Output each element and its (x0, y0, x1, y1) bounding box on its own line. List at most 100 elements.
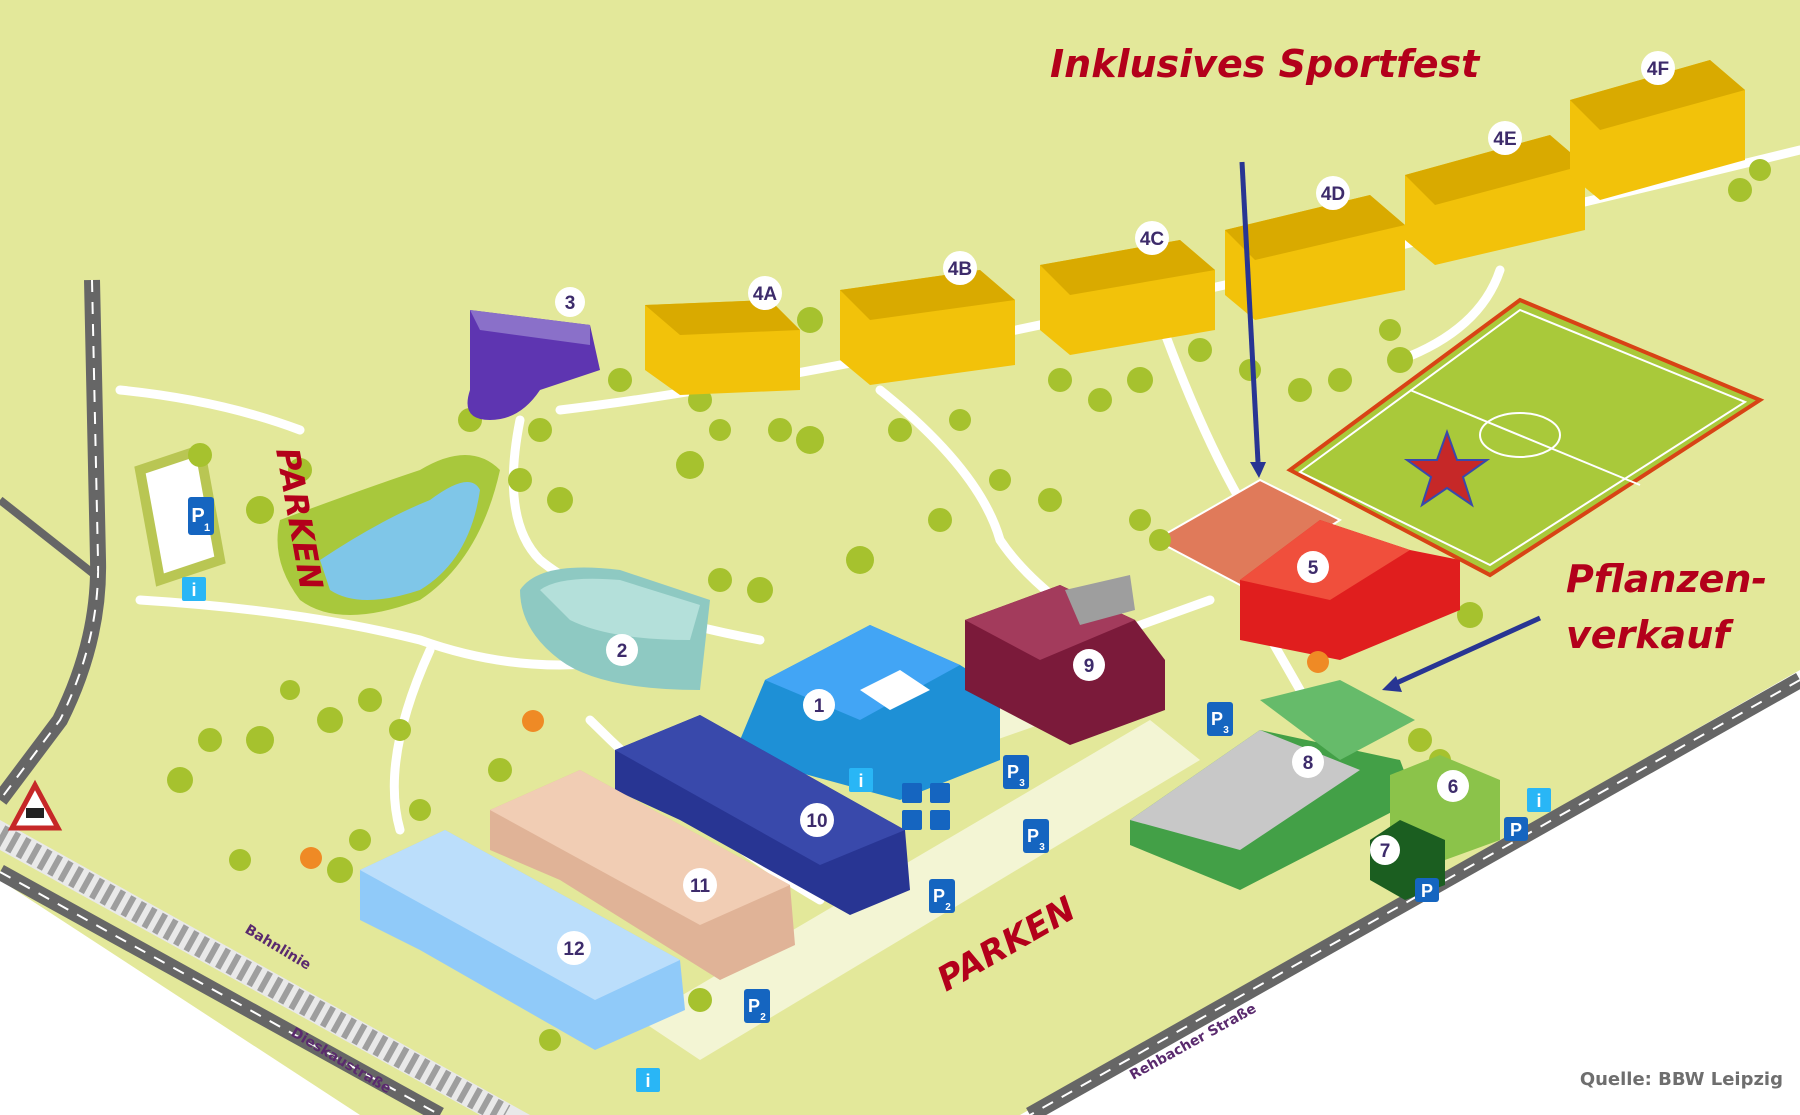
svg-text:4E: 4E (1493, 129, 1516, 150)
wheelchair-icon (902, 783, 922, 803)
badge-4f: 4F (1641, 51, 1675, 85)
svg-text:3: 3 (1223, 725, 1229, 736)
info-signs: i i i i (182, 577, 1551, 1092)
svg-text:i: i (1536, 791, 1541, 811)
svg-text:i: i (645, 1071, 650, 1091)
svg-text:2: 2 (945, 902, 951, 913)
svg-text:4B: 4B (948, 259, 972, 280)
building-12 (360, 830, 685, 1050)
info-sign-right: i (1527, 788, 1551, 812)
building-4a (645, 300, 800, 395)
svg-text:10: 10 (806, 811, 827, 832)
orange-markers (300, 651, 1329, 869)
svg-text:P: P (1421, 881, 1433, 901)
marker-icon (522, 710, 544, 732)
info-sign-p1: i (182, 577, 206, 601)
building-10 (615, 715, 910, 915)
svg-text:1: 1 (814, 696, 825, 717)
pflanzenverkauf-label-line2: verkauf (1566, 613, 1734, 657)
svg-text:1: 1 (204, 522, 210, 534)
badge-4c: 4C (1135, 221, 1169, 255)
parking-sign-p3-middle: P3 (1003, 755, 1029, 789)
svg-text:i: i (191, 580, 196, 600)
building-4d (1225, 195, 1405, 320)
badge-2: 2 (606, 634, 638, 666)
badge-9: 9 (1073, 649, 1105, 681)
svg-text:12: 12 (563, 939, 584, 960)
svg-text:P: P (1027, 826, 1039, 846)
accessible-parking-icon (902, 810, 922, 830)
access-road (0, 279, 107, 805)
svg-text:8: 8 (1303, 753, 1314, 774)
badge-11: 11 (683, 868, 717, 902)
parking-lot-p1 (134, 443, 226, 587)
svg-text:3: 3 (565, 293, 576, 314)
info-sign-building-1: i (849, 768, 873, 792)
badge-4e: 4E (1488, 121, 1522, 155)
building-3 (467, 310, 600, 420)
svg-text:2: 2 (760, 1012, 766, 1023)
svg-text:7: 7 (1380, 841, 1391, 862)
building-labels: 3 4A 4B 4C 4D 4E 4F 2 1 9 5 10 11 12 8 6… (555, 51, 1675, 965)
svg-text:P: P (933, 886, 945, 906)
railway-line (0, 820, 530, 1115)
svg-text:P: P (191, 505, 204, 527)
building-2 (520, 567, 710, 690)
svg-text:3: 3 (1039, 842, 1045, 853)
railway-crossing-sign-icon (7, 779, 63, 831)
building-4c (1040, 240, 1215, 355)
dieskaustrasse-road (0, 864, 444, 1115)
svg-text:3: 3 (1019, 778, 1025, 789)
badge-10: 10 (800, 803, 834, 837)
bus-icon (930, 810, 950, 830)
tennis-court (1152, 478, 1343, 587)
building-9 (965, 575, 1165, 745)
svg-text:6: 6 (1448, 777, 1459, 798)
pflanzen-arrow (1382, 615, 1542, 692)
parking-sign-p1: P1 (188, 497, 214, 535)
lake (277, 455, 500, 615)
star-marker (1403, 429, 1491, 508)
source-credit: Quelle: BBW Leipzig (1580, 1069, 1783, 1090)
parking-sign-p-bottom: P (1415, 878, 1439, 902)
badge-4d: 4D (1316, 176, 1350, 210)
svg-text:11: 11 (690, 876, 711, 897)
svg-text:4C: 4C (1140, 229, 1165, 250)
parking-sign-p3-upper: P3 (1207, 702, 1233, 736)
football-field (1286, 297, 1765, 578)
svg-text:2: 2 (617, 641, 628, 662)
marker-icon (1307, 651, 1329, 673)
svg-text:5: 5 (1308, 558, 1319, 579)
badge-4b: 4B (943, 251, 977, 285)
svg-text:P: P (748, 996, 760, 1016)
building-4b (840, 270, 1015, 385)
parking-sign-p2-middle: P2 (929, 879, 955, 913)
svg-text:P: P (1510, 820, 1522, 840)
sportfest-arrow (1239, 161, 1266, 478)
svg-text:P: P (1211, 709, 1223, 729)
parking-sign-p-right: P (1504, 817, 1528, 841)
info-sign-bottom: i (636, 1068, 660, 1092)
sportfest-label: Inklusives Sportfest (1050, 42, 1481, 86)
parking-sign-p2-lower: P2 (744, 989, 770, 1023)
pflanzenverkauf-label-line1: Pflanzen- (1566, 557, 1767, 601)
marker-icon (300, 847, 322, 869)
badge-3: 3 (555, 287, 585, 317)
svg-text:P: P (1007, 762, 1019, 782)
parking-sign-p3-lower: P3 (1023, 819, 1049, 853)
parking-signs: P1 P3 P3 P3 P2 P2 P P (188, 497, 1528, 1023)
svg-text:i: i (858, 771, 863, 791)
svg-text:9: 9 (1084, 656, 1095, 677)
accessibility-icons (902, 783, 950, 830)
badge-6: 6 (1437, 770, 1469, 802)
badge-7: 7 (1370, 835, 1400, 865)
svg-text:4F: 4F (1647, 59, 1669, 80)
building-4e (1405, 135, 1585, 265)
charging-icon (930, 783, 950, 803)
badge-4a: 4A (748, 276, 782, 310)
badge-8: 8 (1292, 746, 1324, 778)
badge-12: 12 (557, 931, 591, 965)
svg-text:4D: 4D (1321, 184, 1345, 205)
svg-text:4A: 4A (753, 284, 778, 305)
